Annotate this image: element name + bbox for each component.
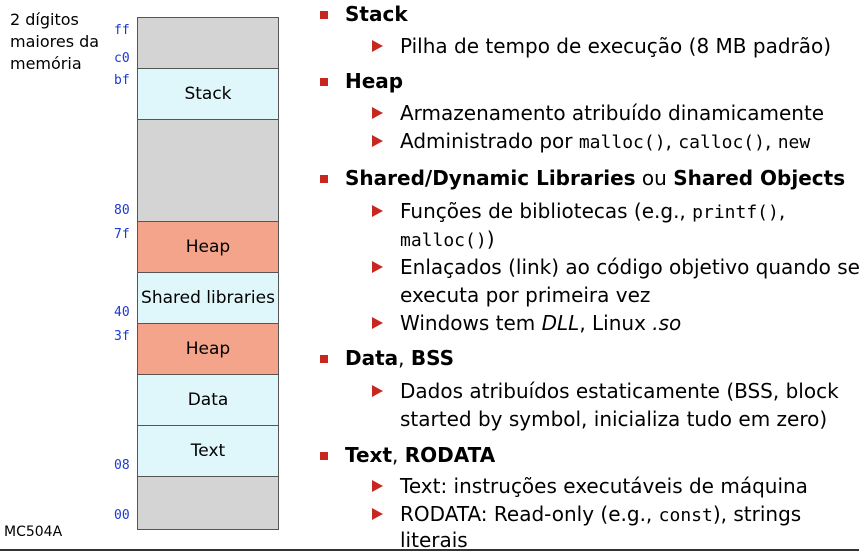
segment-heap-upper: Heap [137, 221, 279, 273]
sub-bullet-text-cont: executa por primeira vez [400, 283, 651, 307]
address-label: c0 [114, 51, 130, 66]
address-label: 00 [114, 508, 130, 523]
sub-bullet-text: Funções de bibliotecas (e.g., printf(), [400, 199, 786, 223]
sub-bullet-triangle-icon [372, 480, 383, 492]
bullet-heading-text: Text, RODATA [345, 443, 496, 467]
address-label: 3f [114, 329, 130, 344]
bullet-heading-data: Data, BSS [345, 346, 455, 370]
side-label-line: maiores da [10, 32, 100, 51]
bullet-heading-heap: Heap [345, 69, 404, 93]
sub-bullet-text: Windows tem DLL, Linux .so [400, 311, 682, 335]
address-label: 80 [114, 203, 130, 218]
bullet-square-icon [320, 175, 328, 183]
bullet-heading-shared: Shared/Dynamic Libraries ou Shared Objec… [345, 166, 846, 190]
sub-bullet-triangle-icon [372, 508, 383, 520]
side-label-line: memória [10, 54, 82, 73]
sub-bullet-triangle-icon [372, 317, 383, 329]
bottom-rule [0, 549, 859, 551]
sub-bullet-text-cont: started by symbol, inicializa tudo em ze… [400, 407, 828, 431]
segment-stack: Stack [137, 68, 279, 120]
sub-bullet-triangle-icon [372, 135, 383, 147]
side-label-line: 2 dígitos [10, 10, 79, 29]
bullet-square-icon [320, 78, 328, 86]
sub-bullet-text: Enlaçados (link) ao código objetivo quan… [400, 255, 859, 279]
sub-bullet-triangle-icon [372, 40, 383, 52]
sub-bullet-text: RODATA: Read-only (e.g., const), strings [400, 502, 802, 526]
address-label: 7f [114, 227, 130, 242]
sub-bullet-triangle-icon [372, 205, 383, 217]
address-label: bf [114, 73, 130, 88]
course-code: MC504A [4, 524, 63, 540]
sub-bullet-text: Armazenamento atribuído dinamicamente [400, 101, 825, 125]
segment-data: Data [137, 374, 279, 426]
bullet-heading-stack: Stack [345, 2, 408, 26]
address-label: 08 [114, 458, 130, 473]
sub-bullet-text-cont: malloc()) [400, 227, 495, 251]
segment-text: Text [137, 425, 279, 477]
sub-bullet-triangle-icon [372, 385, 383, 397]
sub-bullet-text-cont: literais [400, 528, 468, 552]
bullet-square-icon [320, 355, 328, 363]
sub-bullet-text: Text: instruções executáveis de máquina [400, 474, 808, 498]
segment-heap-lower: Heap [137, 323, 279, 375]
memory-side-label: 2 dígitos maiores da memória [10, 9, 99, 75]
segment-shared-libraries: Shared libraries [137, 272, 279, 324]
sub-bullet-text: Dados atribuídos estaticamente (BSS, blo… [400, 379, 839, 403]
address-label: ff [114, 23, 130, 38]
sub-bullet-triangle-icon [372, 107, 383, 119]
sub-bullet-text: Pilha de tempo de execução (8 MB padrão) [400, 34, 832, 58]
address-label: 40 [114, 305, 130, 320]
bullet-square-icon [320, 11, 328, 19]
sub-bullet-triangle-icon [372, 261, 383, 273]
sub-bullet-text: Administrado por malloc(), calloc(), new [400, 129, 811, 153]
bullet-square-icon [320, 452, 328, 460]
